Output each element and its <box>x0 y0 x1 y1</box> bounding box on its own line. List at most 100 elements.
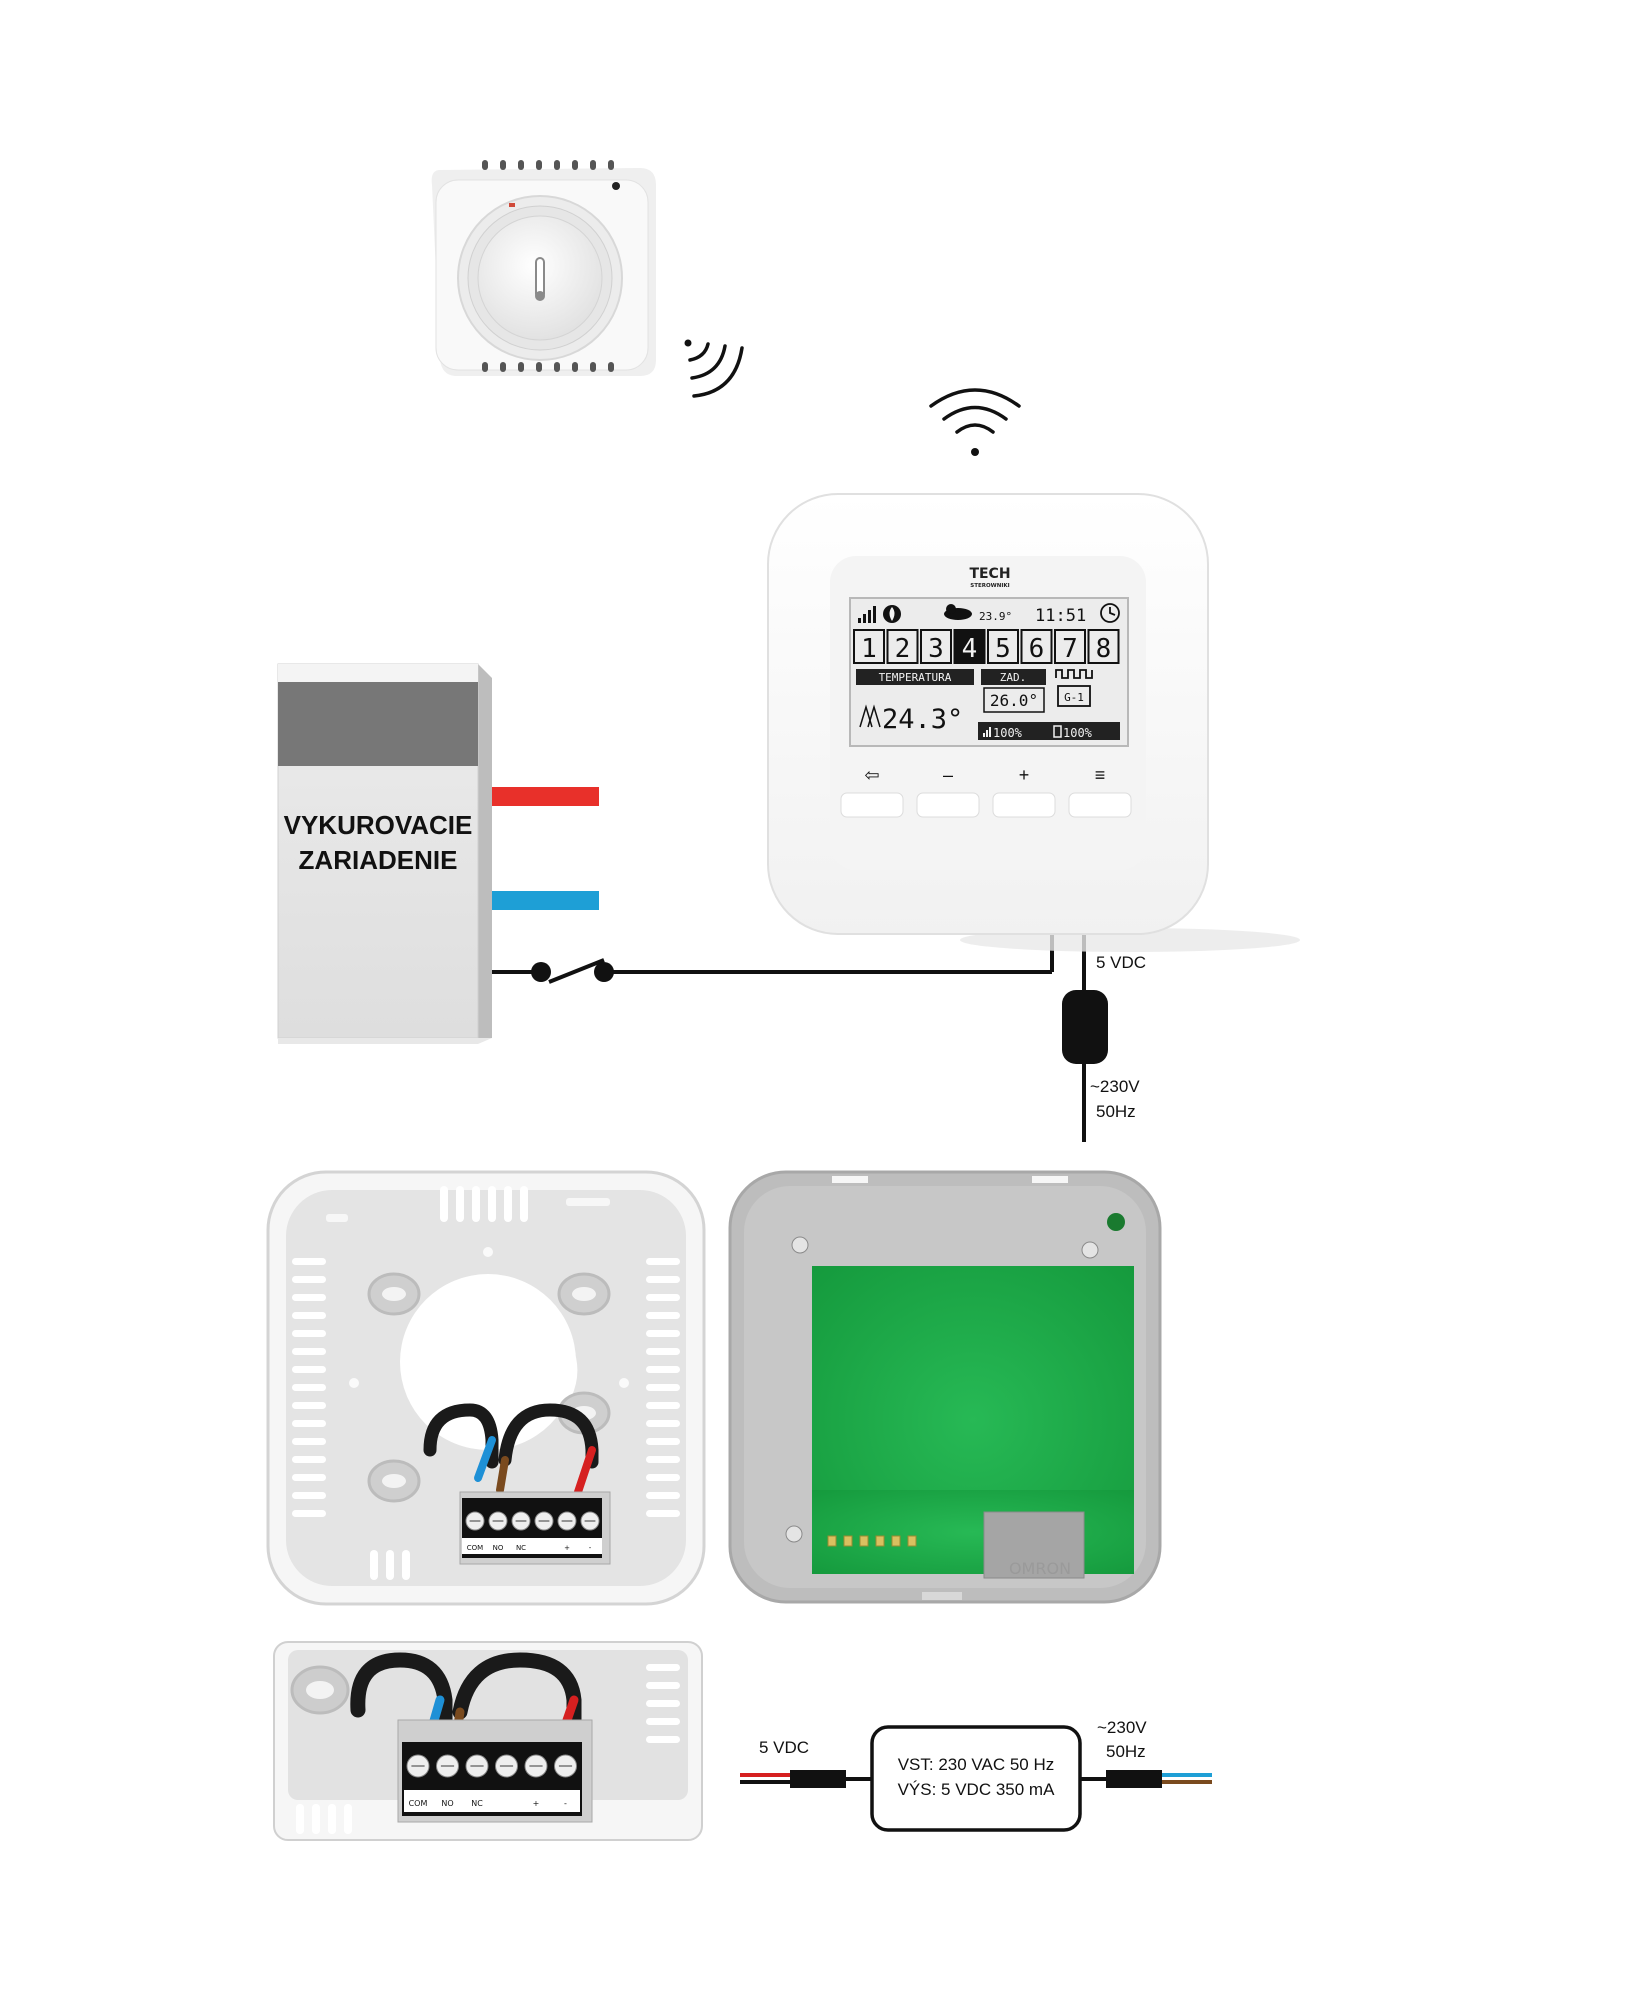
controller-button-0[interactable] <box>840 792 904 818</box>
terminal-label-1: NO <box>441 1799 453 1808</box>
vent-slot <box>518 160 524 170</box>
vent-slot <box>646 1700 680 1707</box>
back-plate-right-vents <box>646 1258 680 1517</box>
ac-frequency-label: 50Hz <box>1096 1102 1136 1121</box>
power-adapter-block <box>1062 990 1108 1064</box>
vent-slot <box>328 1804 336 1834</box>
controller-button-3[interactable] <box>1068 792 1132 818</box>
contact-terminal-right <box>594 962 614 982</box>
vent-slot <box>402 1550 410 1580</box>
vent-slot <box>488 1186 496 1222</box>
closeup-right-vents <box>646 1664 680 1743</box>
terminal-screws[interactable] <box>465 1511 600 1531</box>
vent-slot <box>646 1664 680 1671</box>
adapter-dc-label: 5 VDC <box>759 1738 809 1757</box>
header-pin <box>843 1535 853 1547</box>
vent-slot <box>312 1804 320 1834</box>
relay-component <box>983 1511 1085 1579</box>
terminal-label-2: NC <box>516 1544 526 1552</box>
vent-slot <box>590 160 596 170</box>
adapter-box <box>870 1725 1082 1832</box>
terminal-label-1: NO <box>493 1544 504 1552</box>
brand-logo: TECH <box>969 566 1010 582</box>
header-pin <box>859 1535 869 1547</box>
vent-slot <box>646 1510 680 1517</box>
wireless-signal-icon <box>684 339 744 398</box>
vent-slot <box>646 1294 680 1301</box>
controller-rear-pcb: OMRON <box>728 1170 1162 1604</box>
vent-slot <box>646 1330 680 1337</box>
back-plate-left-vents <box>292 1258 326 1517</box>
vent-slot <box>646 1312 680 1319</box>
vent-slot <box>646 1402 680 1409</box>
contact-terminal-left <box>531 962 551 982</box>
vent-slot <box>500 160 506 170</box>
controller-button-2[interactable] <box>992 792 1056 818</box>
zone-1-box <box>853 629 885 664</box>
heating-device-label-1: VYKUROVACIE <box>284 810 473 840</box>
zone-7-label: 7 <box>1062 634 1078 664</box>
controller-button-1[interactable] <box>916 792 980 818</box>
terminal-label-4: + <box>533 1799 540 1808</box>
vent-slot <box>292 1384 326 1391</box>
zone-4-label: 4 <box>962 634 978 664</box>
vent-slot <box>646 1736 680 1743</box>
ac-voltage-label: ~230V <box>1090 1077 1140 1096</box>
vent-slot <box>456 1186 464 1222</box>
vent-slot <box>482 362 488 372</box>
vent-slot <box>440 1186 448 1222</box>
brand-subtitle: STEROWNIKI <box>970 583 1009 589</box>
adapter-output-spec: VÝS: 5 VDC 350 mA <box>898 1780 1056 1799</box>
lcd-signal-icon <box>983 727 991 737</box>
outdoor-temperature: 23.9° <box>979 610 1012 623</box>
header-pin <box>875 1535 885 1547</box>
vent-slot <box>292 1474 326 1481</box>
signal-strength-icon <box>858 606 876 623</box>
weather-icon <box>944 604 972 620</box>
button-1-symbol: – <box>943 765 953 785</box>
vent-slot <box>536 362 542 372</box>
closeup-bottom-vents <box>296 1804 352 1834</box>
signal-level: 100% <box>993 726 1023 740</box>
vent-slot <box>520 1186 528 1222</box>
vent-slot <box>646 1474 680 1481</box>
vent-slot <box>292 1312 326 1319</box>
vent-slot <box>646 1718 680 1725</box>
cold-pipe <box>492 891 599 910</box>
vent-slot <box>504 1186 512 1222</box>
vent-slot <box>370 1550 378 1580</box>
zone-5-box <box>987 629 1019 664</box>
zone-2-label: 2 <box>895 634 911 664</box>
clock-time: 11:51 <box>1035 606 1086 626</box>
closeup-terminal-screws[interactable] <box>406 1754 577 1778</box>
heating-device: VYKUROVACIE ZARIADENIE <box>277 663 492 1044</box>
vent-slot <box>590 362 596 372</box>
header-pin <box>827 1535 837 1547</box>
set-temp-label: ZAD. <box>1000 671 1027 684</box>
set-temp-header <box>981 669 1046 685</box>
button-2-symbol: + <box>1019 765 1030 785</box>
terminal-label-5: - <box>589 1544 592 1552</box>
vent-slot <box>296 1804 304 1834</box>
adapter-input-spec: VST: 230 VAC 50 Hz <box>898 1755 1055 1774</box>
schedule-mode: G-1 <box>1064 691 1084 704</box>
temperature-label: TEMPERATURA <box>879 671 952 684</box>
vent-slot <box>386 1550 394 1580</box>
device-display-panel <box>278 682 478 766</box>
terminal-label-5: - <box>564 1799 567 1808</box>
vent-slot <box>572 160 578 170</box>
vent-slot <box>344 1804 352 1834</box>
vent-slot <box>518 362 524 372</box>
battery-icon <box>1053 725 1062 738</box>
thermostat-vents-top <box>482 160 614 170</box>
heating-device-label-2: ZARIADENIE <box>299 845 458 875</box>
vent-slot <box>646 1420 680 1427</box>
terminal-label-0: COM <box>409 1799 428 1808</box>
vent-slot <box>292 1420 326 1427</box>
vent-slot <box>292 1330 326 1337</box>
